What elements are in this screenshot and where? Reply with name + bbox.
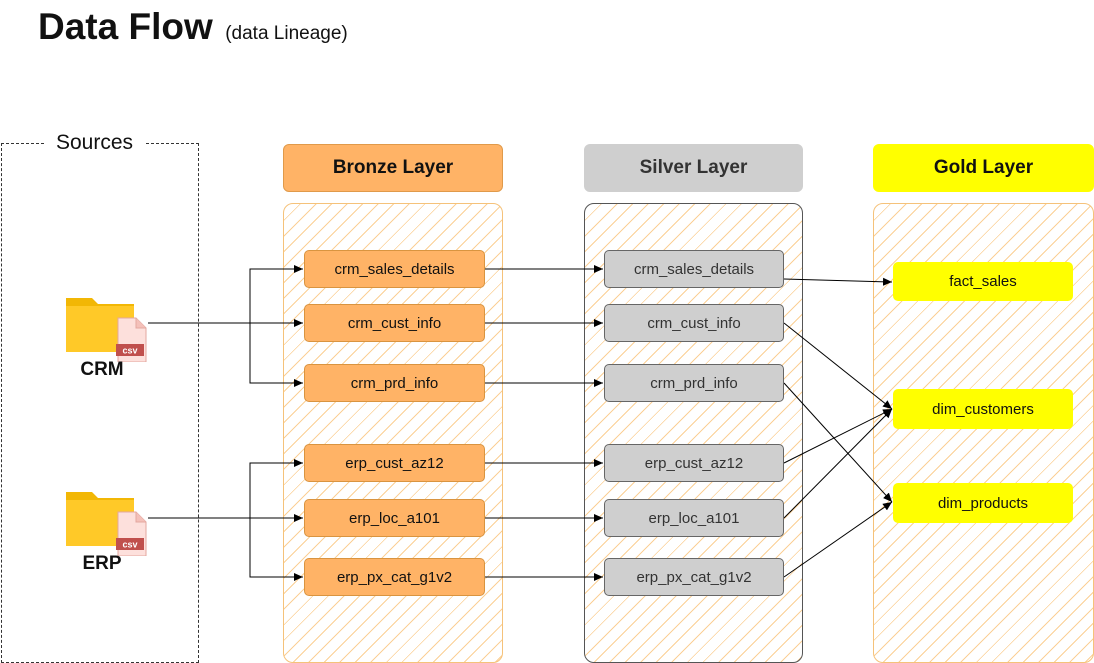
csv-folder-icon: csv — [66, 298, 147, 363]
erp-source: csv — [64, 488, 152, 557]
crm-source-label: CRM — [80, 359, 124, 380]
silver-table-node: erp_cust_az12 — [604, 444, 784, 482]
lineage-connectors — [148, 265, 893, 581]
silver-table-node: erp_loc_a101 — [604, 499, 784, 537]
silver-to-gold-arrow — [783, 408, 893, 519]
bronze-table-node: erp_loc_a101 — [304, 499, 485, 537]
bronze-table-node: erp_px_cat_g1v2 — [304, 558, 485, 596]
gold-layer-header: Gold Layer — [873, 144, 1094, 192]
gold-table-node: dim_customers — [893, 389, 1073, 429]
silver-to-gold-arrow — [783, 408, 893, 464]
erp-to-bronze-cust-arrow — [249, 459, 303, 518]
crm-to-bronze-sales-arrow — [249, 265, 303, 323]
sources-label: Sources — [44, 131, 146, 155]
csv-badge: csv — [122, 540, 137, 550]
crm-source: csv — [64, 294, 152, 363]
silver-to-gold-arrow — [783, 382, 893, 503]
bronze-table-node: crm_prd_info — [304, 364, 485, 402]
silver-table-node: crm_prd_info — [604, 364, 784, 402]
gold-table-node: dim_products — [893, 483, 1073, 523]
silver-table-node: erp_px_cat_g1v2 — [604, 558, 784, 596]
silver-to-gold-arrow — [783, 322, 893, 410]
erp-to-bronze-cat-arrow — [249, 518, 303, 581]
bronze-table-node: erp_cust_az12 — [304, 444, 485, 482]
bronze-layer-header: Bronze Layer — [283, 144, 503, 192]
bronze-table-node: crm_cust_info — [304, 304, 485, 342]
csv-folder-icon: csv — [66, 492, 147, 557]
crm-to-bronze-prd-arrow — [249, 323, 303, 387]
silver-table-node: crm_cust_info — [604, 304, 784, 342]
csv-badge: csv — [122, 346, 137, 356]
title-row: Data Flow (data Lineage) — [38, 6, 348, 48]
bronze-table-node: crm_sales_details — [304, 250, 485, 288]
erp-source-label: ERP — [82, 553, 122, 574]
page-title: Data Flow — [38, 6, 213, 47]
gold-table-node: fact_sales — [893, 262, 1073, 301]
silver-table-node: crm_sales_details — [604, 250, 784, 288]
silver-layer-header: Silver Layer — [584, 144, 803, 192]
page-subtitle: (data Lineage) — [225, 23, 348, 44]
silver-to-gold-arrow — [783, 277, 893, 286]
silver-to-gold-arrow — [783, 501, 893, 578]
